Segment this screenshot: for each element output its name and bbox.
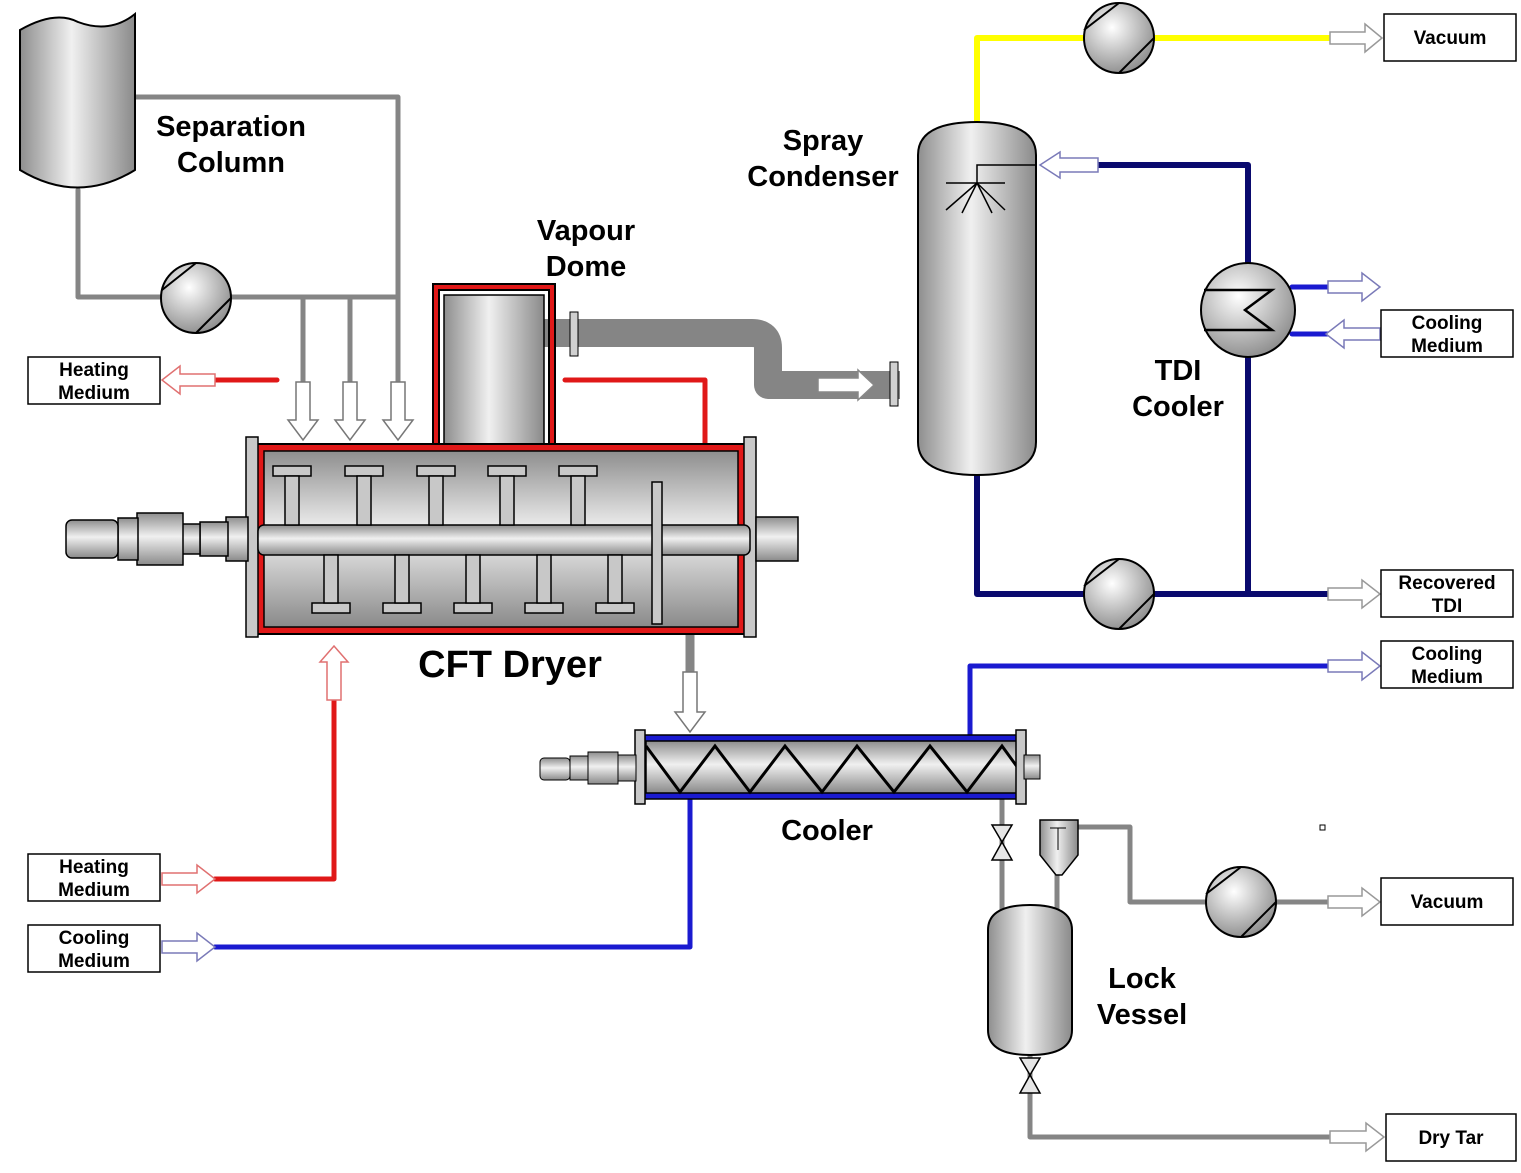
spray-condenser [889,120,1037,477]
label-lock-line1: Lock [1108,963,1177,995]
terminal-vacuum-bottom: Vacuum [1411,892,1484,913]
label-lock-line2: Vessel [1097,999,1187,1031]
label-cft-dryer: CFT Dryer [418,644,602,686]
terminal-heating-medium-bottom-line2: Medium [58,880,130,901]
terminal-cooling-medium-mid-line1: Cooling [1412,644,1483,665]
valve-icon [990,824,1014,861]
terminal-cooling-medium-mid-line2: Medium [1411,667,1483,688]
tdi-cooler-exchanger-icon [1200,262,1296,358]
label-tdi-line2: Cooler [1132,391,1224,423]
terminal-vacuum-top: Vacuum [1414,28,1487,49]
label-separation-line1: Separation [156,111,306,143]
terminal-cooling-medium-top-line1: Cooling [1412,313,1483,334]
vacuum-filter-icon [1039,819,1079,876]
separation-pump-icon [160,262,232,334]
process-pipes [75,35,1333,1140]
cooler-motor-icon [539,751,619,785]
terminal-cooling-medium-top-line2: Medium [1411,336,1483,357]
vapour-dome [432,283,579,456]
label-spray-line2: Condenser [747,161,898,193]
cft-dryer [65,436,799,638]
terminal-heating-medium-top-line2: Medium [58,383,130,404]
dryer-motor-icon [65,512,184,566]
separation-column [19,11,136,189]
lock-valve-icon [1018,1057,1042,1094]
terminal-recovered-tdi-line2: TDI [1432,596,1463,617]
terminal-cooling-medium-left-line1: Cooling [59,928,130,949]
label-vapour-line1: Vapour [537,215,635,247]
marker-square [1319,824,1326,831]
tdi-pump-icon [1083,558,1155,630]
terminal-dry-tar: Dry Tar [1418,1128,1484,1149]
label-spray-line1: Spray [783,125,864,157]
label-tdi-line1: TDI [1155,355,1202,387]
lock-vessel [987,903,1073,1057]
label-vapour-line2: Dome [546,251,627,283]
screw-cooler [539,729,1041,805]
terminal-heating-medium-bottom-line1: Heating [59,857,129,878]
feed-arrows [286,368,876,734]
label-cooler: Cooler [781,815,873,847]
vacuum-pump-top-icon [1083,2,1155,74]
vacuum-pump-bottom-icon [1205,866,1277,938]
terminal-arrows [160,22,1386,1153]
label-separation-line2: Column [177,147,285,179]
terminal-boxes [27,13,1517,1162]
terminal-heating-medium-top-line1: Heating [59,360,129,381]
terminal-cooling-medium-left-line2: Medium [58,951,130,972]
terminal-recovered-tdi-line1: Recovered [1398,573,1495,594]
tdi-return-arrow [1038,150,1099,180]
